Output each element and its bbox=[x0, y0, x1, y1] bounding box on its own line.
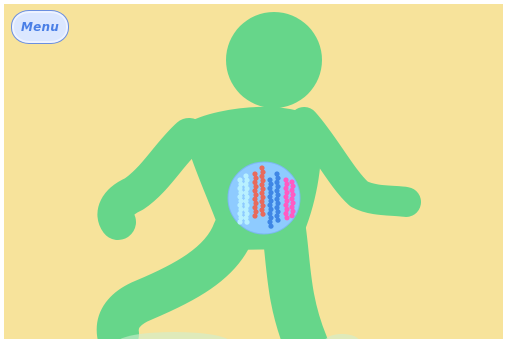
figure-right-leg bbox=[284, 230, 306, 339]
scene-artwork bbox=[4, 4, 503, 339]
bead bbox=[244, 220, 249, 225]
menu-button-label: Menu bbox=[21, 20, 59, 34]
bead bbox=[289, 213, 294, 218]
menu-button[interactable]: Menu bbox=[11, 10, 69, 44]
figure-head bbox=[226, 12, 322, 108]
bead bbox=[275, 218, 280, 223]
bead bbox=[260, 212, 265, 217]
figure-left-leg bbox=[118, 230, 234, 334]
bead bbox=[252, 213, 257, 218]
bead bbox=[284, 215, 289, 220]
stomach bbox=[228, 162, 300, 234]
figure-foot-hint-2 bbox=[324, 334, 360, 339]
bead bbox=[268, 224, 273, 229]
game-scene: Menu bbox=[4, 4, 503, 339]
figure-left-arm bbox=[115, 136, 189, 222]
bead bbox=[237, 219, 242, 224]
